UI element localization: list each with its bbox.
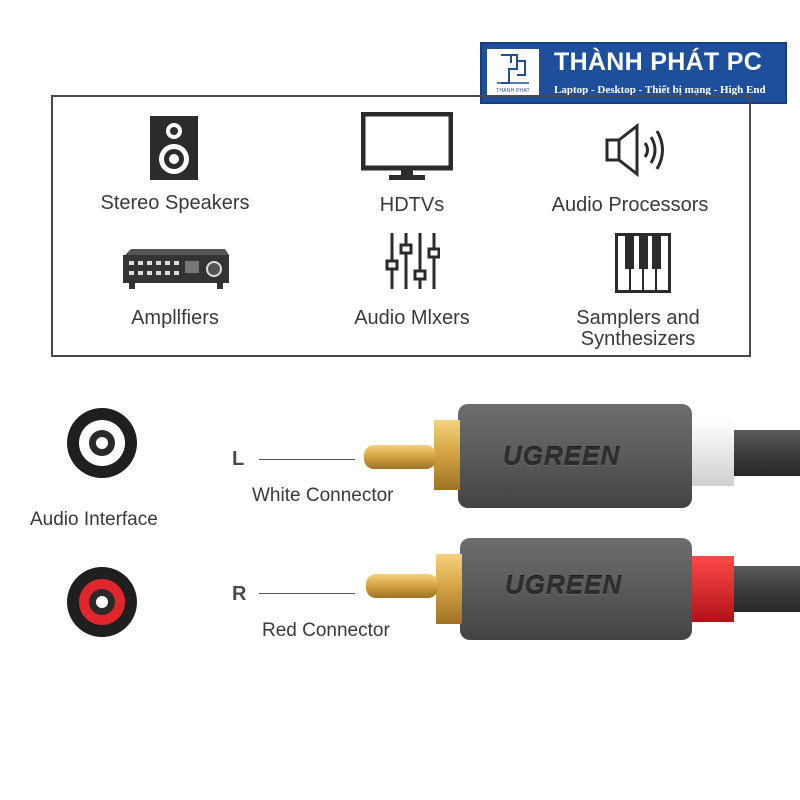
device-label-hdtvs: HDTVs: [379, 194, 445, 216]
speaker-icon: [150, 116, 198, 180]
channel-left-label: L: [232, 448, 245, 470]
brand-logo-icon: [497, 54, 529, 84]
brand-name: THÀNH PHÁT PC: [554, 48, 763, 76]
device-label-audio-mixers: Audio Mlxers: [354, 307, 470, 329]
ugreen-brandmark-bottom: UGREEN: [505, 570, 623, 600]
device-label-audio-processors: Audio Processors: [551, 194, 709, 216]
tv-icon: [361, 112, 453, 180]
brand-tagline: Laptop - Desktop - Thiết bị mạng - High …: [554, 84, 766, 96]
rca-plugs-illustration: [364, 404, 800, 640]
compatible-devices-panel: Stereo Speakers HDTVs Audio Processors A…: [51, 95, 751, 357]
red-jack-icon: [67, 567, 137, 637]
brand-logo: THANH PHAT: [487, 49, 539, 97]
white-plug: [364, 404, 800, 508]
audio-processor-icon: [605, 123, 664, 177]
red-plug: [366, 538, 800, 640]
white-connector-label: White Connector: [252, 485, 394, 506]
left-leader-line: [259, 459, 355, 460]
white-jack-icon: [67, 408, 137, 478]
device-label-amplifiers: Ampllfiers: [131, 307, 219, 329]
brand-logo-caption: THANH PHAT: [496, 88, 530, 94]
brand-banner: THANH PHAT THÀNH PHÁT PC Laptop - Deskto…: [480, 42, 787, 104]
amplifier-icon: [123, 249, 229, 289]
device-label-samplers-synthesizers: Samplers and Synthesizers: [576, 307, 700, 350]
piano-keys-icon: [615, 233, 671, 293]
ugreen-brandmark-top: UGREEN: [503, 441, 621, 471]
audio-interface-label: Audio Interface: [30, 509, 158, 530]
channel-right-label: R: [232, 583, 247, 605]
mixer-icon: [385, 233, 440, 289]
device-label-stereo-speakers: Stereo Speakers: [100, 192, 250, 214]
right-leader-line: [259, 593, 355, 594]
red-connector-label: Red Connector: [262, 620, 390, 641]
